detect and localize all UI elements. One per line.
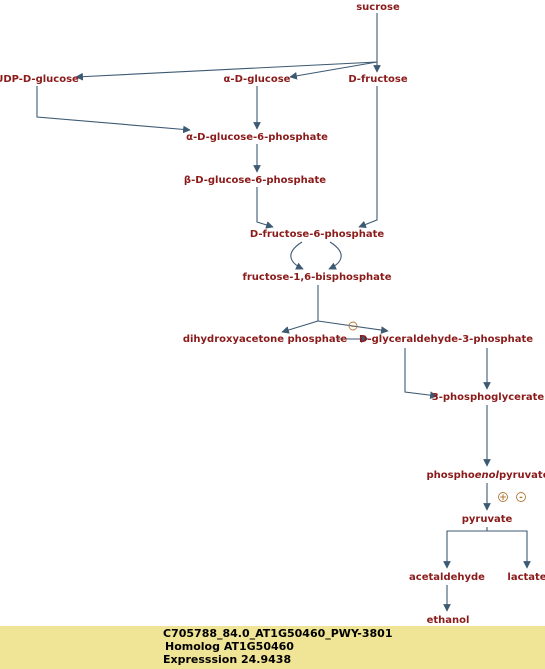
node-alpha-glucose[interactable]: α-D-glucose [224, 74, 291, 85]
node-fructose[interactable]: D-fructose [348, 74, 408, 85]
regulator-sign: - [519, 493, 523, 503]
node-fructose-bisphosphate[interactable]: fructose-1,6-bisphosphate [243, 272, 392, 283]
footer-homolog: Homolog AT1G50460 [165, 640, 294, 653]
node-fructose-6-phosphate[interactable]: D-fructose-6-phosphate [250, 229, 385, 240]
footer-gene-id: C705788_84.0_AT1G50460_PWY-3801 [163, 627, 393, 640]
edge-udp-glucose-a-g6p [36, 86, 191, 134]
regulator-pyruvate-plus: + [498, 492, 508, 503]
node-beta-glucose-6-phosphate[interactable]: β-D-glucose-6-phosphate [184, 175, 326, 186]
regulator-circle [516, 492, 526, 502]
pathway-nodes: sucrose UDP-D-glucose α-D-glucose D-fruc… [0, 2, 545, 626]
footer-expression: Expresssion 24.9438 [163, 653, 292, 666]
info-footer: C705788_84.0_AT1G50460_PWY-3801 Homolog … [0, 626, 545, 669]
node-lactate[interactable]: lactate [507, 572, 545, 583]
node-phosphoenolpyruvate[interactable]: phosphoenolpyruvate [426, 470, 545, 481]
edge-fbp-dhap [281, 320, 319, 334]
node-acetaldehyde[interactable]: acetaldehyde [409, 572, 485, 583]
edge-b-g6p-f6p [256, 187, 274, 229]
pep-part-pyruvate: pyruvate [499, 470, 545, 481]
edge-pyruvate-branch [443, 527, 488, 569]
node-dihydroxyacetone-phosphate[interactable]: dihydroxyacetone phosphate [183, 334, 348, 345]
edge-fructose-f6p [358, 86, 378, 229]
node-3-phosphoglycerate[interactable]: 3-phosphoglycerate [432, 392, 545, 403]
node-pyruvate[interactable]: pyruvate [462, 514, 513, 525]
node-alpha-glucose-6-phosphate[interactable]: α-D-glucose-6-phosphate [186, 132, 328, 143]
edge-sucrose-udp-glucose [75, 13, 378, 81]
pep-part-phospho: phospho [426, 470, 474, 481]
regulator-sign: - [351, 322, 355, 332]
edge-f6p-fbp-left [290, 241, 304, 270]
pathway-edges [36, 13, 531, 612]
edge-g3p-3pg-left [404, 348, 438, 399]
node-sucrose[interactable]: sucrose [356, 2, 400, 13]
regulator-g3p-minus: - [348, 321, 358, 332]
regulator-pyruvate-minus: - [516, 492, 526, 503]
edge-sucrose-a-glucose [289, 61, 378, 80]
edge-f6p-fbp-right [328, 241, 342, 270]
regulator-sign: + [499, 493, 507, 503]
pathway-diagram: - + - sucrose UDP-D-glucose α-D-glucose … [0, 2, 545, 626]
edge-pyruvate-lactate [487, 530, 531, 569]
regulator-circle [498, 492, 508, 502]
pep-part-enol: enol [475, 470, 500, 481]
edge-fbp-g3p [317, 320, 389, 334]
node-ethanol[interactable]: ethanol [427, 615, 470, 626]
regulator-circle [348, 321, 358, 331]
node-glyceraldehyde-3-phosphate[interactable]: D-glyceraldehyde-3-phosphate [359, 334, 533, 345]
node-udp-glucose[interactable]: UDP-D-glucose [0, 74, 79, 85]
